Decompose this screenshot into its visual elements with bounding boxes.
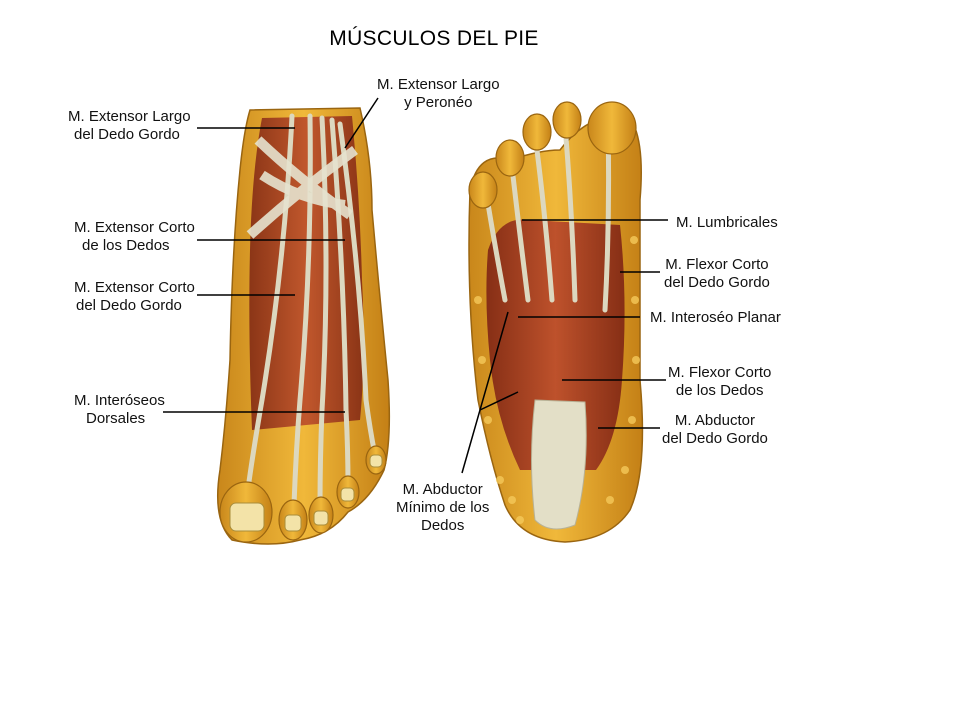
dorsal-foot xyxy=(217,107,391,545)
label-flexor-corto-dedo-gordo: M. Flexor Corto del Dedo Gordo xyxy=(664,256,770,292)
diagram-title: MÚSCULOS DEL PIE xyxy=(329,27,539,50)
label-line: Mínimo de los xyxy=(396,499,490,516)
label-line: M. Interoséo Planar xyxy=(650,309,781,326)
label-line: M. Extensor Largo xyxy=(377,76,500,93)
label-line: M. Lumbricales xyxy=(676,214,778,231)
label-line: y Peronéo xyxy=(404,94,473,111)
label-interoseo-planar: M. Interoséo Planar xyxy=(650,309,781,327)
label-line: M. Flexor Corto xyxy=(665,256,769,273)
label-abductor-dedo-gordo: M. Abductor del Dedo Gordo xyxy=(662,412,768,448)
label-line: de los Dedos xyxy=(675,382,764,399)
label-line: del Dedo Gordo xyxy=(74,126,180,143)
label-extensor-largo-dedo-gordo: M. Extensor Largo del Dedo Gordo xyxy=(68,108,191,144)
label-line: del Dedo Gordo xyxy=(76,297,182,314)
label-line: de los Dedos xyxy=(82,237,170,254)
label-interoseos-dorsales: M. Interóseos Dorsales xyxy=(74,392,165,428)
label-line: del Dedo Gordo xyxy=(664,274,770,291)
label-line: Dedos xyxy=(421,517,465,534)
label-abductor-minimo-dedos: M. Abductor Mínimo de los Dedos xyxy=(396,481,489,535)
label-extensor-corto-dedos: M. Extensor Corto de los Dedos xyxy=(74,219,195,255)
label-line: M. Abductor xyxy=(402,481,483,498)
leader-lines xyxy=(163,97,668,474)
label-line: M. Extensor Corto xyxy=(74,279,195,296)
label-line: M. Extensor Corto xyxy=(74,219,195,236)
label-line: M. Abductor xyxy=(674,412,755,429)
label-lumbricales: M. Lumbricales xyxy=(676,214,778,232)
label-line: M. Interóseos xyxy=(74,392,165,409)
label-line: del Dedo Gordo xyxy=(662,430,768,447)
label-line: M. Extensor Largo xyxy=(68,108,191,125)
label-extensor-largo-peroneo: M. Extensor Largo y Peronéo xyxy=(377,76,500,112)
label-flexor-corto-dedos: M. Flexor Corto de los Dedos xyxy=(668,364,771,400)
label-line: M. Flexor Corto xyxy=(668,364,772,381)
plantar-foot xyxy=(468,101,644,543)
label-extensor-corto-dedo-gordo: M. Extensor Corto del Dedo Gordo xyxy=(74,279,195,315)
label-line: Dorsales xyxy=(86,410,146,427)
